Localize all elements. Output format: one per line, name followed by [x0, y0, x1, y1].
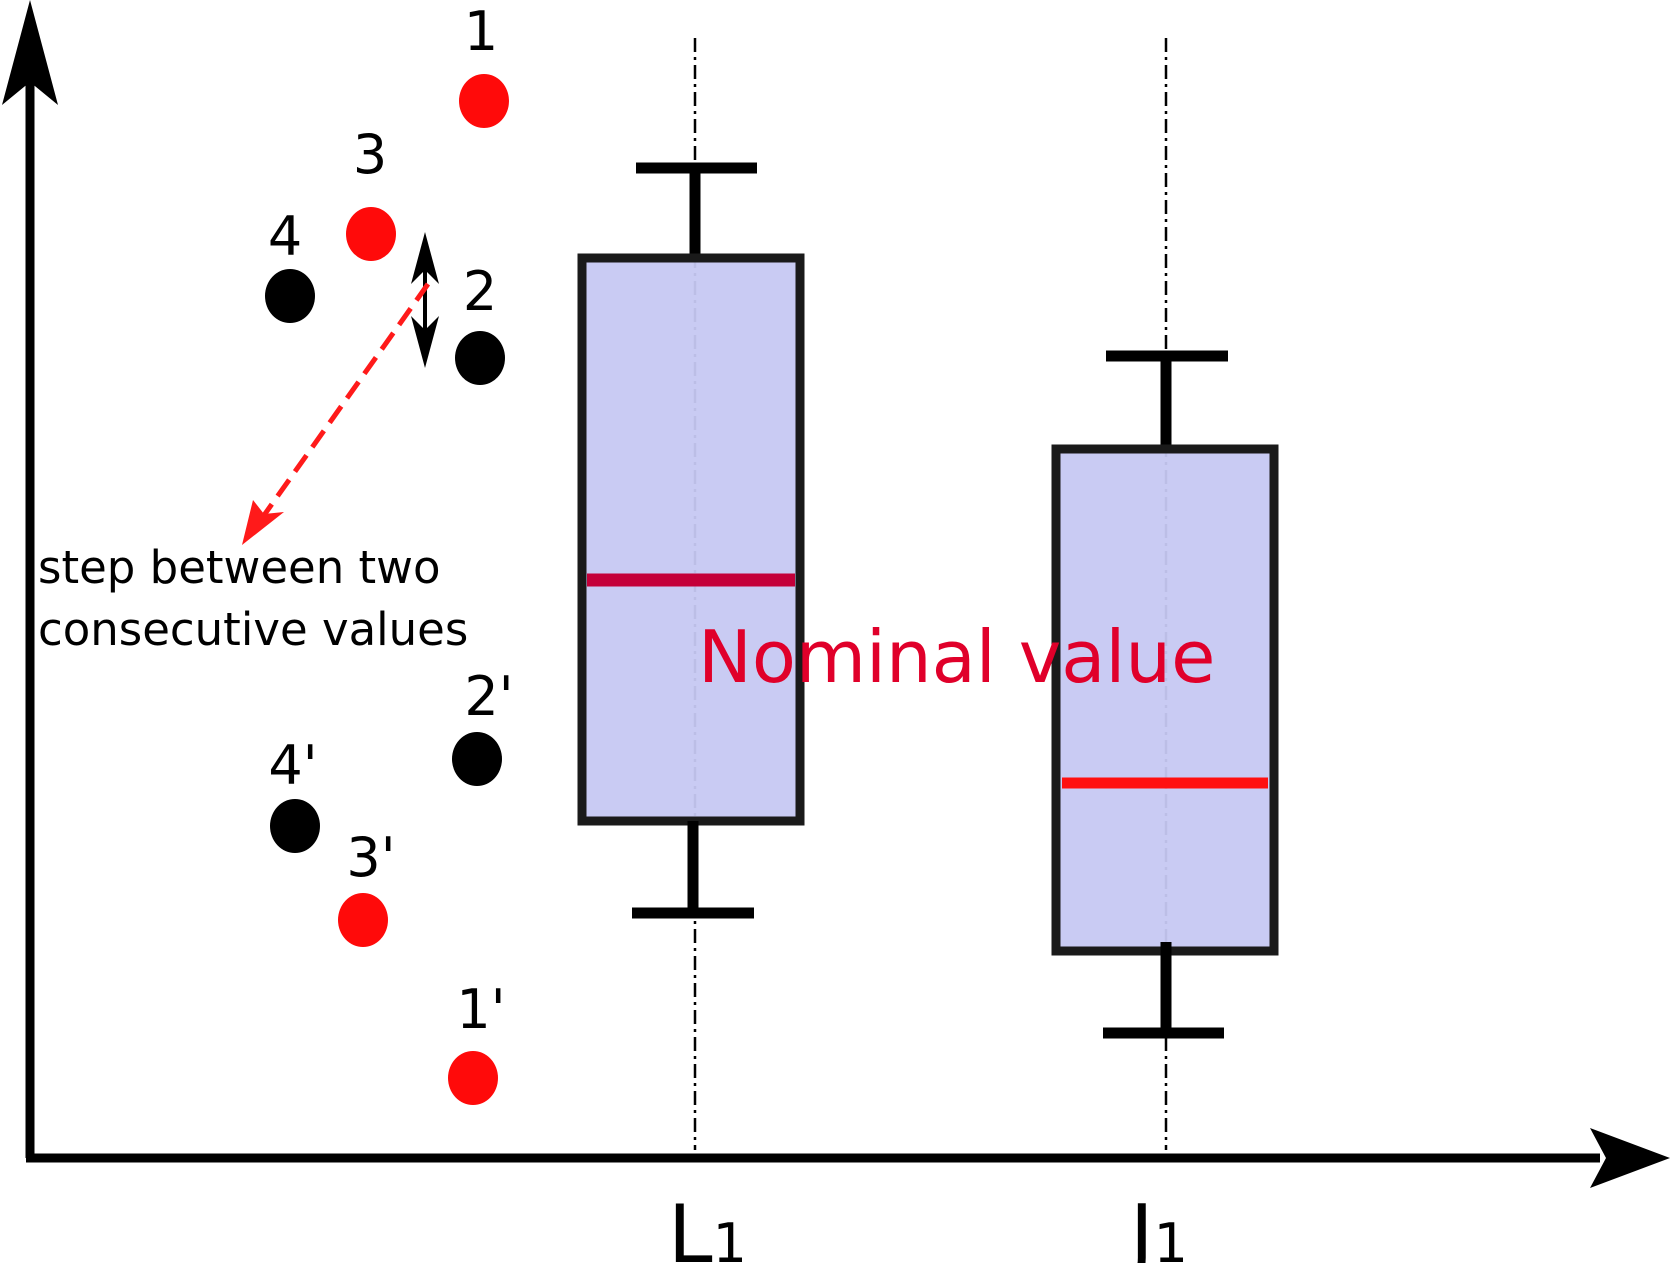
- box: [577, 253, 805, 826]
- label-2: 2: [463, 260, 497, 323]
- boxplot-second: [1051, 350, 1279, 1039]
- annotation-line-2: consecutive values: [38, 603, 468, 656]
- axes: [2, 0, 1670, 1188]
- dashed-pointer-arrowhead: [242, 500, 284, 545]
- label-2-prime: 2': [464, 665, 513, 728]
- point-2-prime: [452, 732, 502, 786]
- svg-text:J1: J1: [1125, 1188, 1188, 1263]
- svg-text:L1: L1: [668, 1188, 747, 1263]
- step-double-arrow: [411, 232, 439, 368]
- point-2: [455, 331, 505, 385]
- nominal-value-label: Nominal value: [698, 615, 1215, 699]
- category-sub: 1: [713, 1212, 747, 1263]
- x-axis-arrowhead: [1590, 1128, 1670, 1188]
- point-labels: 1 3 4 2 2' 4' 3' 1': [268, 0, 514, 1041]
- dashed-pointer-arrow: [247, 282, 431, 537]
- arrowhead-down: [411, 316, 439, 368]
- category-main: L: [668, 1188, 713, 1263]
- label-3-prime: 3': [346, 826, 395, 889]
- point-3: [346, 207, 396, 261]
- category-main: J: [1125, 1188, 1154, 1263]
- annotation-line-1: step between two: [38, 541, 441, 594]
- category-label-first: L1: [668, 1188, 747, 1263]
- label-1: 1: [464, 0, 498, 63]
- label-1-prime: 1': [456, 978, 505, 1041]
- point-1: [459, 74, 509, 128]
- category-sub: 1: [1154, 1212, 1188, 1263]
- label-3: 3: [353, 123, 387, 186]
- category-label-second: J1: [1125, 1188, 1188, 1263]
- label-4-prime: 4': [268, 734, 317, 797]
- point-3-prime: [338, 893, 388, 947]
- points: [265, 74, 509, 1105]
- arrowhead-up: [411, 232, 439, 284]
- point-4-prime: [270, 799, 320, 853]
- label-4: 4: [268, 205, 302, 268]
- boxplot-first: [577, 162, 805, 919]
- point-1-prime: [448, 1051, 498, 1105]
- y-axis-arrowhead: [2, 0, 58, 105]
- box: [1051, 444, 1279, 956]
- point-4: [265, 269, 315, 323]
